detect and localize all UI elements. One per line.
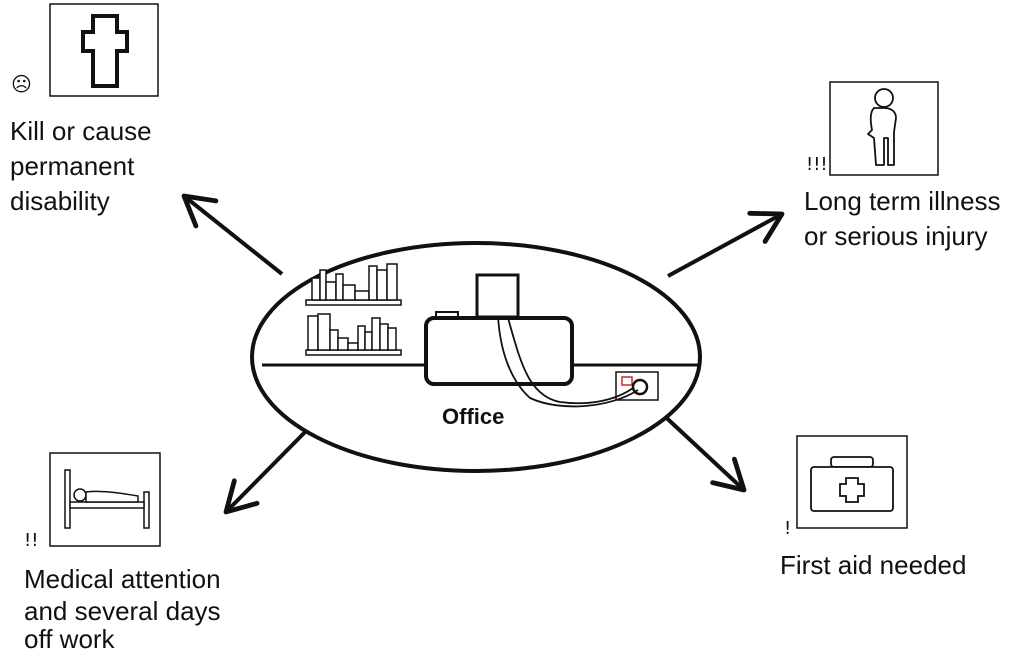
office-label: Office <box>442 404 505 429</box>
arrows <box>181 193 785 515</box>
outcome-serious-line-2: or serious injury <box>804 221 988 251</box>
injured-person-icon <box>829 81 939 176</box>
power-socket-icon <box>615 371 659 401</box>
severity-marker-fatal: ☹ <box>11 72 32 96</box>
outcome-fatal-line-2: permanent <box>10 151 135 181</box>
outcome-medical-line-3: off work <box>24 624 115 654</box>
severity-marker-first-aid: ! <box>784 518 792 539</box>
first-aid-kit-icon <box>796 435 908 529</box>
arrow-top-left <box>181 193 284 276</box>
severity-marker-medical: !! <box>24 530 39 551</box>
coffin-icon <box>49 3 159 97</box>
outcome-first-aid-line-1: First aid needed <box>780 550 967 580</box>
severity-marker-serious: !!! <box>806 154 828 175</box>
outcome-medical-line-1: Medical attention <box>24 564 221 594</box>
desk-icon <box>424 273 574 386</box>
outcome-medical-line-2: and several days <box>24 596 221 626</box>
cables <box>497 315 639 408</box>
arrow-bottom-left <box>223 421 316 515</box>
outcome-fatal-line-3: disability <box>10 186 110 216</box>
outcome-serious-line-1: Long term illness <box>804 186 1001 216</box>
outcome-fatal-line-1: Kill or cause <box>10 116 152 146</box>
arrow-bottom-right <box>656 408 747 493</box>
office-scene <box>250 241 702 473</box>
bookshelf-icon <box>305 263 402 356</box>
arrow-top-right <box>667 210 785 278</box>
hospital-bed-icon <box>49 452 161 547</box>
